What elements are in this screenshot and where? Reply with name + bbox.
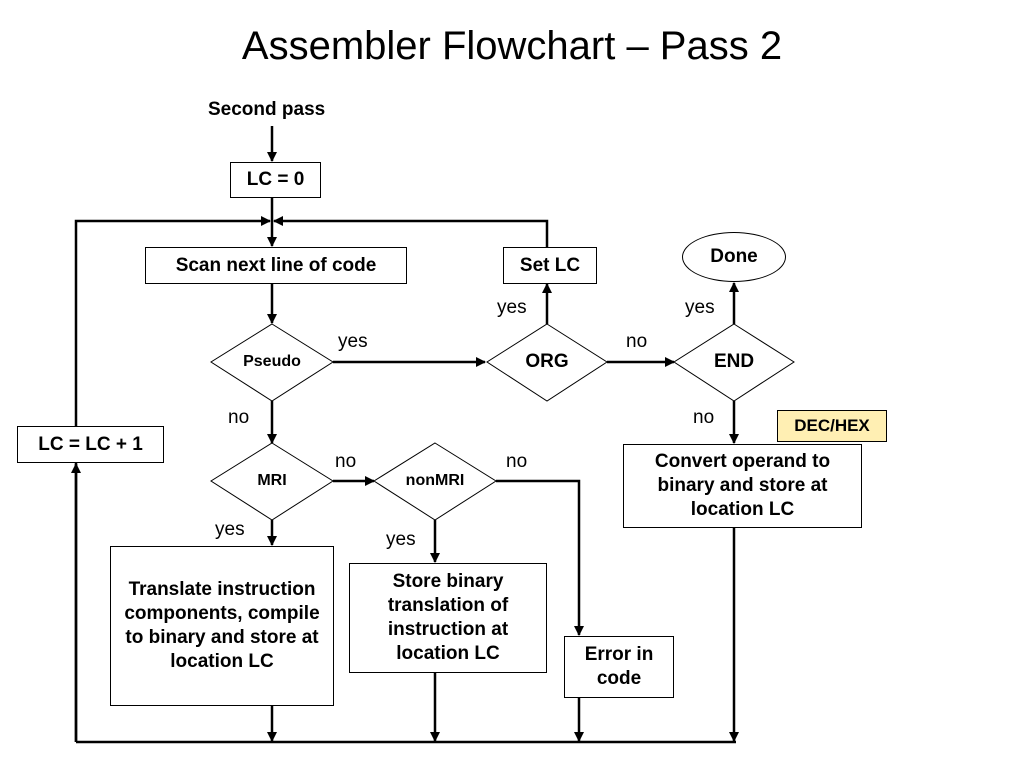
decision-end-shape [673,323,795,402]
decision-pseudo-shape [210,323,334,402]
decision-mri-label: MRI [257,472,287,489]
lc-increment-box: LC = LC + 1 [17,426,164,463]
scan-next-line-box: Scan next line of code [145,247,407,284]
decision-pseudo-label: Pseudo [243,353,301,370]
edge-label-mri-no: no [335,451,357,472]
decision-org-label: ORG [525,351,569,372]
store-binary-box: Store binary translation of instruction … [349,563,547,673]
decision-end-label: END [713,351,755,372]
edge-label-pseudo-no: no [228,407,250,428]
edge-setlc-to-junction [273,216,549,248]
edge-label-org-yes: yes [497,297,527,318]
dec-hex-badge: DEC/HEX [777,410,887,442]
convert-operand-box: Convert operand to binary and store at l… [623,444,862,528]
edge-label-mri-yes: yes [215,519,245,540]
decision-mri-shape [210,442,334,521]
done-terminal: Done [682,232,786,282]
lc-zero-box: LC = 0 [230,162,321,198]
decision-nonmri-shape [373,442,497,521]
edge-label-end-no: no [693,407,715,428]
error-in-code-box: Error in code [564,636,674,698]
decision-nonmri-label: nonMRI [405,472,465,489]
edge-nonmri-to-error [496,479,584,636]
edge-label-end-yes: yes [685,297,715,318]
page-title: Assembler Flowchart – Pass 2 [241,24,783,68]
translate-instruction-box: Translate instruction components, compil… [110,546,334,706]
edge-label-nonmri-yes: yes [386,529,416,550]
edge-label-pseudo-yes: yes [338,331,368,352]
decision-org-shape [486,323,608,402]
edge-label-nonmri-no: no [506,451,528,472]
set-lc-box: Set LC [503,247,597,284]
edge-label-org-no: no [626,331,648,352]
start-label: Second pass [208,99,326,120]
